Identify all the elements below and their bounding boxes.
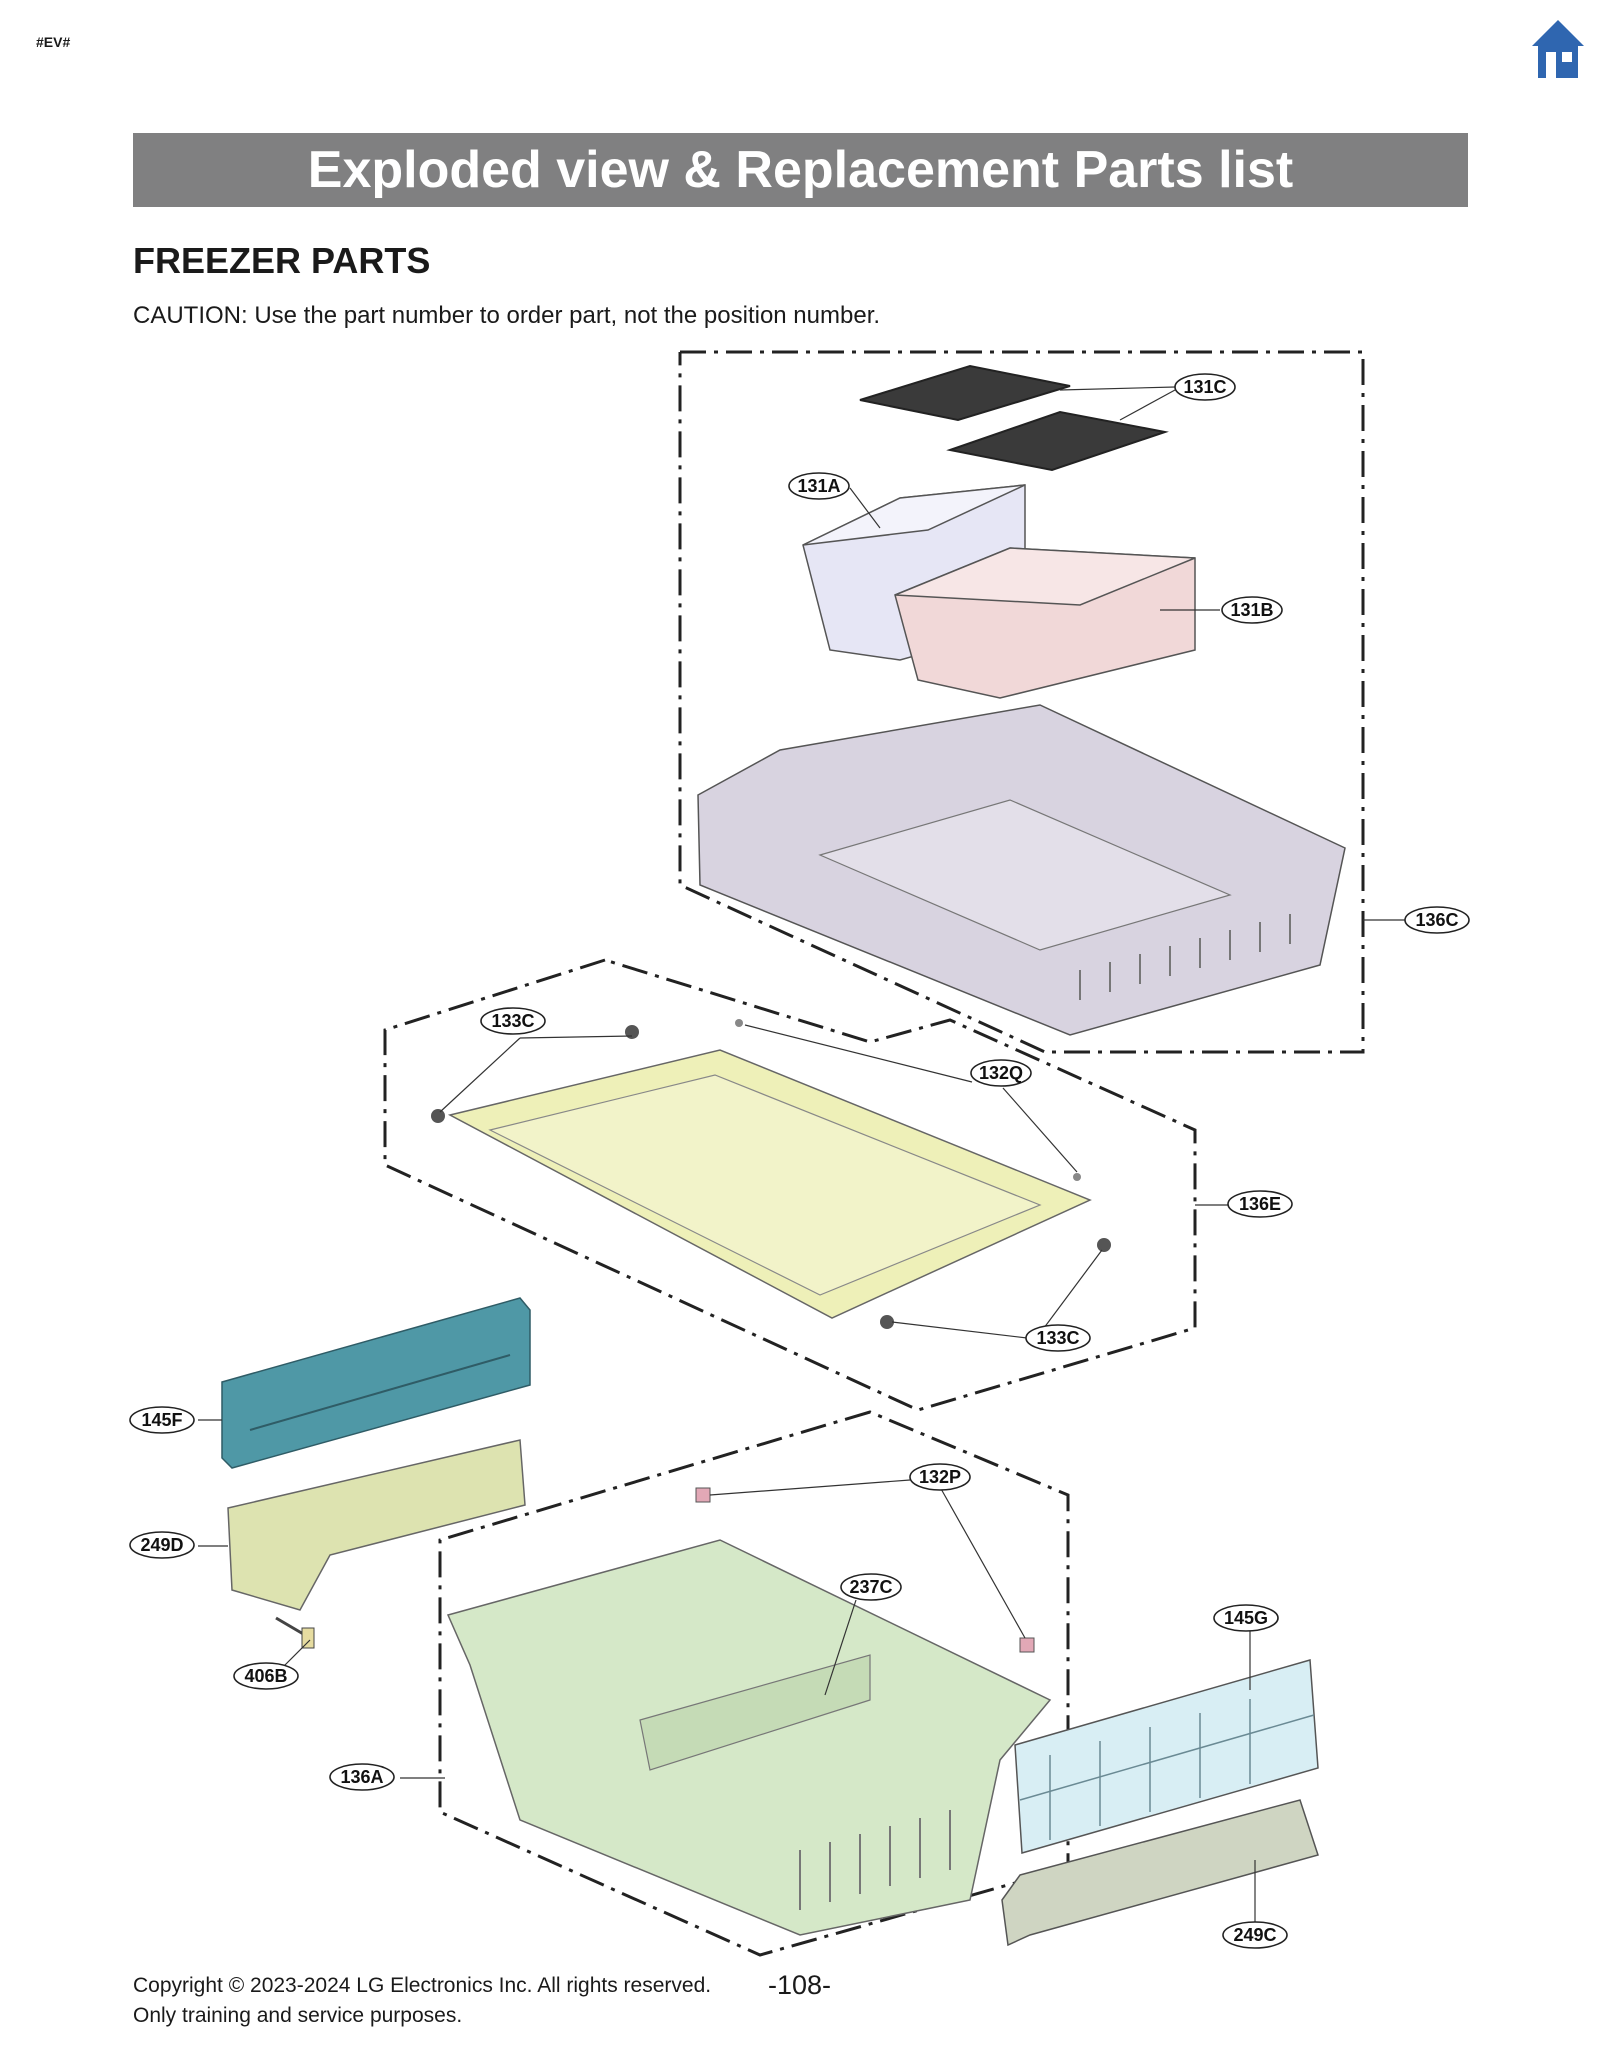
group-boundary-136A: [438, 1410, 1070, 1957]
svg-text:136E: 136E: [1239, 1194, 1281, 1214]
screw-132Q: [1073, 1173, 1081, 1181]
callout-131C: 131C: [1174, 373, 1236, 401]
copyright-notice: Copyright © 2023-2024 LG Electronics Inc…: [133, 1974, 712, 1997]
svg-text:131C: 131C: [1183, 377, 1226, 397]
callout-136E: 136E: [1227, 1190, 1293, 1218]
tray-136E: [447, 1049, 1092, 1319]
bin-131B: [894, 547, 1196, 699]
svg-text:131A: 131A: [797, 476, 840, 496]
svg-text:136A: 136A: [340, 1767, 383, 1787]
svg-text:133C: 133C: [491, 1011, 534, 1031]
pad-132P: [695, 1487, 711, 1503]
svg-text:249D: 249D: [140, 1535, 183, 1555]
drawer-136C: [697, 704, 1346, 1036]
rail-249C: [1001, 1799, 1319, 1947]
callout-237C: 237C: [840, 1573, 902, 1601]
caution-note: CAUTION: Use the part number to order pa…: [133, 302, 881, 329]
section-heading: FREEZER PARTS: [133, 240, 431, 281]
page-number: -108-: [768, 1970, 832, 2000]
callout-145F: 145F: [129, 1406, 195, 1434]
svg-text:145F: 145F: [141, 1410, 182, 1430]
group-boundary-136C: [678, 350, 1365, 1054]
usage-note: Only training and service purposes.: [133, 2004, 463, 2027]
pad-132P: [1019, 1637, 1035, 1653]
group-boundary-136E: [383, 958, 1197, 1412]
callout-133C: 133C: [1025, 1324, 1091, 1352]
mat-131C-lower: [946, 410, 1169, 472]
svg-text:133C: 133C: [1036, 1328, 1079, 1348]
callout-136A: 136A: [329, 1763, 395, 1791]
svg-text:249C: 249C: [1233, 1925, 1276, 1945]
cover-145F: [221, 1297, 531, 1469]
callout-131A: 131A: [788, 472, 850, 500]
callout-133C: 133C: [480, 1007, 546, 1035]
cover-145G: [1014, 1659, 1319, 1854]
svg-text:136C: 136C: [1415, 910, 1458, 930]
sensor-406B: [275, 1616, 315, 1649]
document-tag: #EV#: [36, 34, 71, 50]
callout-136C: 136C: [1404, 906, 1470, 934]
washer-133C: [880, 1315, 894, 1329]
basket-136A: [446, 1539, 1052, 1936]
screw-132Q: [735, 1019, 743, 1027]
callout-249D: 249D: [129, 1531, 195, 1559]
callout-145G: 145G: [1213, 1604, 1279, 1632]
washer-133C: [625, 1025, 639, 1039]
svg-text:237C: 237C: [849, 1577, 892, 1597]
rail-249D: [227, 1439, 526, 1611]
callout-249C: 249C: [1222, 1921, 1288, 1949]
washer-133C: [431, 1109, 445, 1123]
callout-132P: 132P: [909, 1463, 971, 1491]
svg-text:132Q: 132Q: [979, 1063, 1023, 1083]
mat-131C-upper: [859, 364, 1071, 422]
svg-text:131B: 131B: [1230, 600, 1273, 620]
svg-text:145G: 145G: [1224, 1608, 1268, 1628]
callout-131B: 131B: [1221, 596, 1283, 624]
callout-132Q: 132Q: [970, 1059, 1032, 1087]
page-title: Exploded view & Replacement Parts list: [133, 133, 1468, 207]
callout-406B: 406B: [233, 1662, 299, 1690]
svg-text:406B: 406B: [244, 1666, 287, 1686]
svg-text:132P: 132P: [919, 1467, 961, 1487]
home-icon[interactable]: [1530, 18, 1586, 80]
washer-133C: [1097, 1238, 1111, 1252]
